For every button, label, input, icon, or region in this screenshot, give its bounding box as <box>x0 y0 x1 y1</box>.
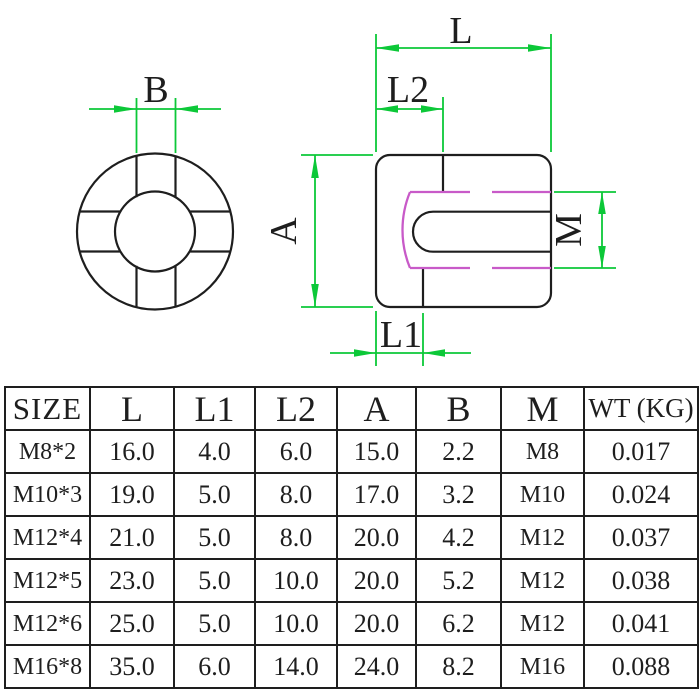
arrowhead <box>528 44 551 52</box>
body-outline <box>374 153 553 309</box>
table-cell: 10.0 <box>254 558 338 603</box>
dimension-L2: L2 <box>376 69 444 152</box>
table-cell: 5.0 <box>173 515 256 560</box>
table-cell: 8.0 <box>254 515 338 560</box>
table-cell: 20.0 <box>336 515 417 560</box>
arrowhead <box>421 105 443 113</box>
arrowhead <box>175 105 198 113</box>
table-cell: 14.0 <box>254 644 338 689</box>
technical-drawing: B L <box>75 10 616 366</box>
table-cell: M12 <box>500 601 585 646</box>
table-cell: M10 <box>500 472 585 517</box>
table-cell: 20.0 <box>336 558 417 603</box>
table-cell: 0.088 <box>583 644 699 689</box>
arrowhead <box>114 105 137 113</box>
arrowhead <box>354 349 376 357</box>
dimension-L: L <box>375 10 552 152</box>
arrowhead <box>598 246 606 268</box>
thread-lines <box>401 190 551 270</box>
table-cell: M12*5 <box>4 558 91 603</box>
table-row: M12*6 25.0 5.0 10.0 20.0 6.2 M12 0.041 <box>4 601 699 646</box>
table-cell: M16*8 <box>4 644 91 689</box>
dim-label-B: B <box>143 69 168 111</box>
table-cell: 19.0 <box>89 472 175 517</box>
outer-circle <box>75 152 235 311</box>
table-row: M10*3 19.0 5.0 8.0 17.0 3.2 M10 0.024 <box>4 472 699 517</box>
u-slot <box>411 210 551 253</box>
table-cell: 35.0 <box>89 644 175 689</box>
table-cell: 6.0 <box>254 429 338 474</box>
dim-label-M: M <box>548 213 590 247</box>
table-row: M12*4 21.0 5.0 8.0 20.0 4.2 M12 0.037 <box>4 515 699 560</box>
table-cell: M16 <box>500 644 585 689</box>
table-cell: M10*3 <box>4 472 91 517</box>
table-cell: 8.2 <box>415 644 502 689</box>
table-cell: 5.0 <box>173 472 256 517</box>
table-cell: 16.0 <box>89 429 175 474</box>
table-cell: 25.0 <box>89 601 175 646</box>
arrowhead <box>311 155 319 178</box>
dim-label-L1: L1 <box>380 314 422 356</box>
table-cell: M12 <box>500 515 585 560</box>
table-cell: 10.0 <box>254 601 338 646</box>
table-cell: 6.2 <box>415 601 502 646</box>
dimension-M: M <box>548 191 616 269</box>
table-row: M12*5 23.0 5.0 10.0 20.0 5.2 M12 0.038 <box>4 558 699 603</box>
column-header-m: M <box>500 386 585 431</box>
dimension-L1: L1 <box>330 311 471 366</box>
table-header-row: SIZE L L1 L2 A B M WT (KG) <box>4 386 699 431</box>
thread-arc <box>401 191 412 269</box>
inner-bore-circle <box>113 190 197 273</box>
table-row: M8*2 16.0 4.0 6.0 15.0 2.2 M8 0.017 <box>4 429 699 474</box>
column-header-l1: L1 <box>173 386 256 431</box>
column-header-b: B <box>415 386 502 431</box>
table-cell: 21.0 <box>89 515 175 560</box>
table-cell: 4.2 <box>415 515 502 560</box>
table-cell: 3.2 <box>415 472 502 517</box>
table-cell: 0.017 <box>583 429 699 474</box>
column-header-wt: WT (KG) <box>583 386 699 431</box>
table-cell: M12*4 <box>4 515 91 560</box>
dimension-A: A <box>263 154 373 308</box>
arrowhead <box>423 349 445 357</box>
arrowhead <box>598 192 606 214</box>
table-cell: M12 <box>500 558 585 603</box>
arrowhead <box>376 105 398 113</box>
front-view <box>75 152 235 311</box>
table-cell: 24.0 <box>336 644 417 689</box>
table-cell: M8*2 <box>4 429 91 474</box>
table-cell: 5.0 <box>173 558 256 603</box>
side-view <box>374 153 553 309</box>
table-cell: 0.024 <box>583 472 699 517</box>
table-cell: 17.0 <box>336 472 417 517</box>
table-cell: 8.0 <box>254 472 338 517</box>
dim-label-L: L <box>449 10 472 52</box>
table-cell: 0.037 <box>583 515 699 560</box>
dimension-B: B <box>89 69 221 153</box>
table-cell: 5.2 <box>415 558 502 603</box>
table-cell: 2.2 <box>415 429 502 474</box>
table-cell: 23.0 <box>89 558 175 603</box>
table-cell: M8 <box>500 429 585 474</box>
dim-label-A: A <box>263 217 305 245</box>
arrowhead <box>376 44 399 52</box>
table-cell: 20.0 <box>336 601 417 646</box>
column-header-l: L <box>89 386 175 431</box>
column-header-l2: L2 <box>254 386 338 431</box>
column-header-a: A <box>336 386 417 431</box>
table-cell: 5.0 <box>173 601 256 646</box>
table-cell: 0.041 <box>583 601 699 646</box>
table-cell: M12*6 <box>4 601 91 646</box>
spec-table: SIZE L L1 L2 A B M WT (KG) M8*2 16.0 4.0… <box>4 386 699 689</box>
dim-label-L2: L2 <box>387 69 429 111</box>
table-cell: 15.0 <box>336 429 417 474</box>
table-cell: 6.0 <box>173 644 256 689</box>
table-cell: 4.0 <box>173 429 256 474</box>
table-cell: 0.038 <box>583 558 699 603</box>
arrowhead <box>311 284 319 307</box>
table-row: M16*8 35.0 6.0 14.0 24.0 8.2 M16 0.088 <box>4 644 699 689</box>
column-header-size: SIZE <box>4 386 91 431</box>
